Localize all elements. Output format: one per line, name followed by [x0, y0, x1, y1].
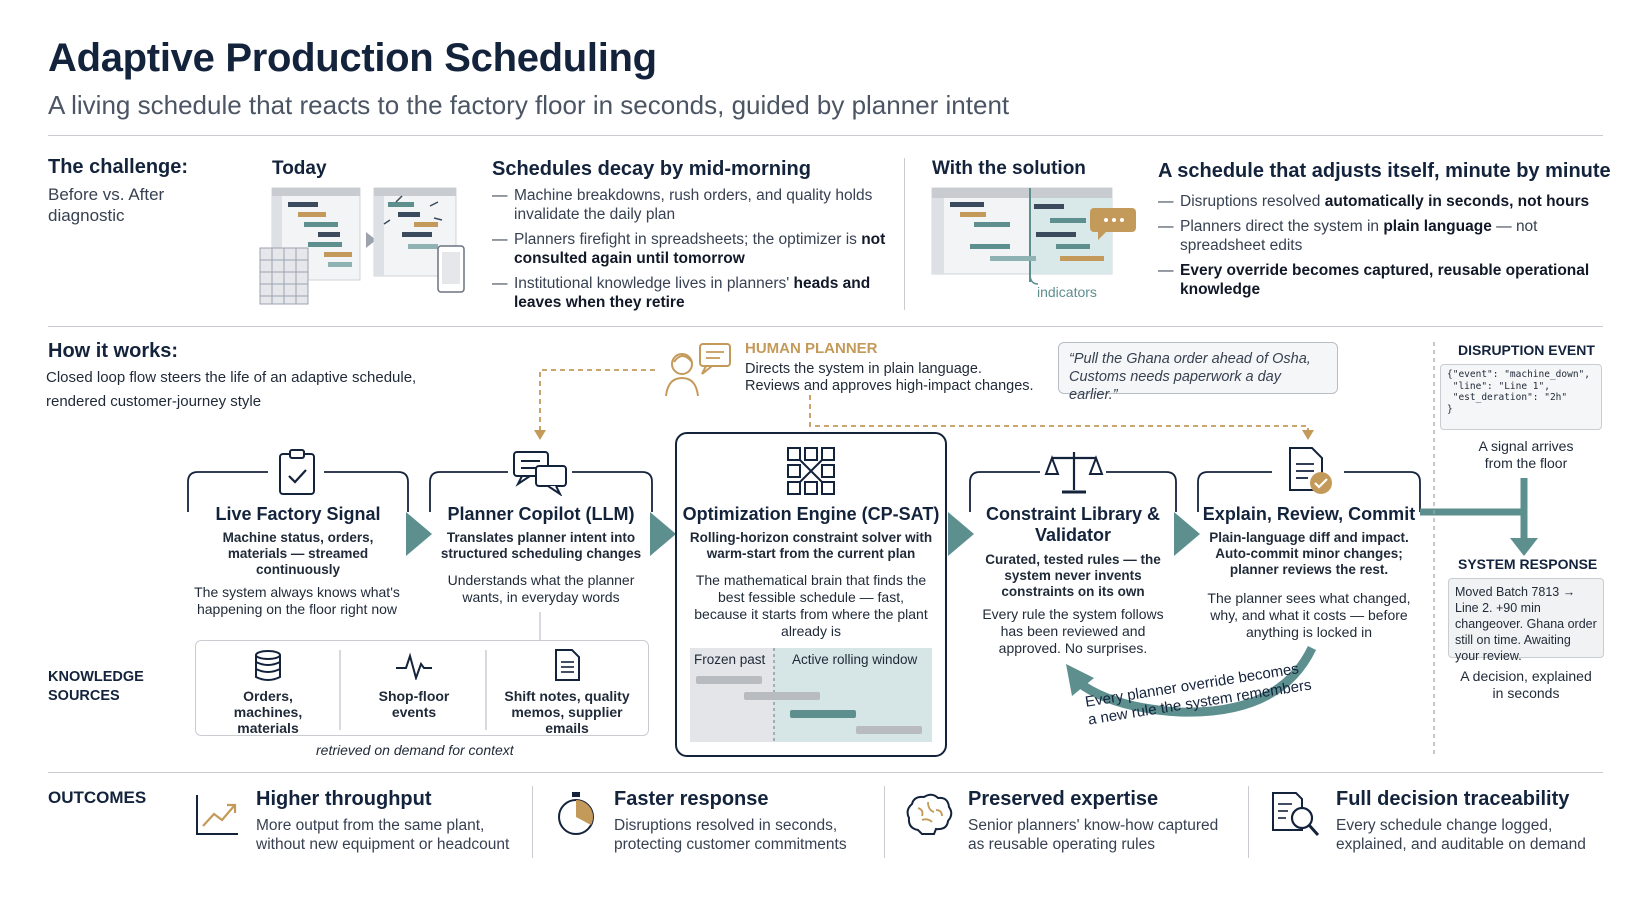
rolling-window-chart — [690, 648, 932, 742]
stage-summary: Machine status, orders, materials — stre… — [222, 530, 374, 577]
challenge-divider — [904, 158, 905, 310]
decay-heading: Schedules decay by mid-morning — [492, 158, 811, 180]
stage-summary: Plain-language diff and impact. Auto-com… — [1209, 530, 1409, 577]
today-label: Today — [272, 158, 327, 179]
system-response-message: Moved Batch 7813 → Line 2. +90 min chang… — [1448, 578, 1604, 663]
stage-description: The mathematical brain that finds the be… — [694, 572, 928, 639]
system-response-caption: A decision, explained in seconds — [1460, 668, 1592, 701]
scales-icon — [1044, 452, 1104, 494]
stage-description: The system always knows what's happening… — [194, 584, 400, 617]
brain-icon — [906, 793, 953, 835]
indicators-label: indicators — [1037, 284, 1097, 300]
system-response-heading: SYSTEM RESPONSE — [1458, 556, 1598, 572]
outcome-divider — [532, 786, 533, 858]
stage-title: Constraint Library & Validator — [985, 504, 1161, 545]
decay-bullet: Machine breakdowns, rush orders, and qua… — [492, 186, 892, 224]
adjusts-heading: A schedule that adjusts itself, minute b… — [1158, 160, 1611, 182]
stage-title: Explain, Review, Commit — [1202, 504, 1416, 524]
trend-up-icon — [196, 795, 238, 835]
decay-bullet: Planners firefight in spreadsheets; the … — [492, 230, 892, 268]
knowledge-sources-box — [195, 640, 649, 736]
outcomes-heading: OUTCOMES — [48, 788, 147, 807]
solution-label: With the solution — [932, 158, 1086, 179]
stage-description: Every rule the system follows has been r… — [982, 606, 1164, 656]
chat-bubbles-icon — [513, 451, 567, 496]
network-grid-icon — [787, 447, 835, 495]
magnifier-document-icon — [1272, 792, 1320, 837]
stage-title: Optimization Engine (CP-SAT) — [682, 504, 940, 524]
stage-description: The planner sees what changed, why, and … — [1207, 590, 1411, 640]
page-subtitle: A living schedule that reacts to the fac… — [48, 90, 1010, 120]
outcome-title: Preserved expertise — [968, 788, 1159, 810]
clipboard-check-icon — [279, 449, 315, 495]
stage-summary: Curated, tested rules — the system never… — [985, 552, 1161, 599]
stopwatch-icon — [558, 792, 594, 835]
active-window-label: Active rolling window — [792, 652, 918, 667]
stage-description: Understands what the planner wants, in e… — [447, 572, 635, 605]
page-title: Adaptive Production Scheduling — [48, 36, 657, 80]
frozen-past-label: Frozen past — [694, 652, 766, 667]
knowledge-source-label: Shift notes, quality memos, supplier ema… — [504, 688, 630, 736]
document-icon — [555, 649, 580, 681]
outcome-title: Higher throughput — [256, 788, 432, 810]
outcome-divider — [884, 786, 885, 858]
knowledge-source-label: Orders, machines, materials — [233, 688, 303, 736]
stage-summary: Rolling-horizon constraint solver with w… — [689, 530, 933, 561]
header-divider — [48, 135, 1603, 136]
adjusts-bullet-list: Disruptions resolved automatically in se… — [1158, 192, 1608, 305]
today-gantt-illustration — [259, 187, 465, 305]
decay-bullet: Institutional knowledge lives in planner… — [492, 274, 892, 312]
challenge-subheading: Before vs. After diagnostic — [48, 185, 165, 225]
pulse-icon — [396, 652, 432, 680]
how-heading: How it works: — [48, 340, 179, 362]
adjusts-bullet: Planners direct the system in plain lang… — [1158, 217, 1608, 255]
knowledge-footnote: retrieved on demand for context — [316, 742, 514, 758]
how-subheading: Closed loop flow steers the life of an a… — [46, 369, 417, 410]
outcome-description: Senior planners' know-how captured as re… — [968, 817, 1219, 853]
disruption-payload: {"event": "machine_down", "line": "Line … — [1440, 364, 1602, 430]
outcome-title: Full decision traceability — [1336, 788, 1570, 810]
knowledge-source-label: Shop-floor events — [378, 688, 450, 720]
outcome-description: Disruptions resolved in seconds, protect… — [614, 817, 847, 853]
challenge-bottom-divider — [48, 326, 1603, 327]
stage-summary: Translates planner intent into structure… — [440, 530, 642, 561]
knowledge-sources-heading: KNOWLEDGE SOURCES — [48, 669, 144, 704]
decay-bullet-list: Machine breakdowns, rush orders, and qua… — [492, 186, 892, 318]
outcome-divider — [1248, 786, 1249, 858]
adjusts-bullet: Every override becomes captured, reusabl… — [1158, 261, 1608, 299]
outcomes-divider — [48, 772, 1603, 773]
human-planner-title: HUMAN PLANNER — [745, 340, 878, 357]
outcome-title: Faster response — [614, 788, 769, 810]
planner-quote-bubble: “Pull the Ghana order ahead of Osha, Cus… — [1058, 342, 1338, 403]
stage-title: Planner Copilot (LLM) — [447, 504, 635, 524]
outcome-description: More output from the same plant, without… — [256, 817, 510, 853]
optimization-engine-box — [675, 432, 947, 757]
stage-title: Live Factory Signal — [215, 504, 381, 524]
human-planner-description: Directs the system in plain language. Re… — [745, 361, 1034, 394]
outcome-description: Every schedule change logged, explained,… — [1336, 817, 1586, 853]
disruption-caption: A signal arrives from the floor — [1478, 438, 1574, 471]
human-planner-icon — [665, 343, 731, 397]
challenge-heading: The challenge: — [48, 156, 189, 178]
adjusts-bullet: Disruptions resolved automatically in se… — [1158, 192, 1608, 211]
solution-gantt-illustration — [931, 187, 1136, 285]
document-check-icon — [1289, 447, 1332, 494]
disruption-heading: DISRUPTION EVENT — [1458, 342, 1595, 358]
database-icon — [255, 650, 281, 681]
